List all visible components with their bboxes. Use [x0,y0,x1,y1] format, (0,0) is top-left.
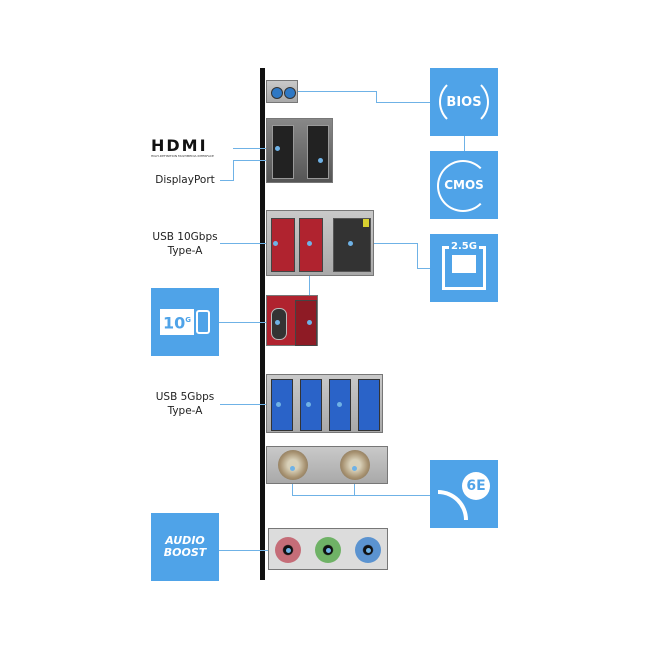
usb5-block [266,374,383,433]
hdmi-port [272,125,294,179]
usb-c-10g-tile: 10G [151,288,219,356]
usb5-port [300,379,322,431]
refresh-arrows-icon [439,77,489,127]
wifi-6e-tile: 6E [430,460,498,528]
usb-c-and-usb10-block [266,295,318,346]
wifi-icon [438,490,468,520]
bios-flash-cmos-buttons [266,80,298,103]
antenna-connector [278,450,308,480]
antenna-connector [340,450,370,480]
bios-flash-button [271,87,283,99]
usb10-port [271,218,295,272]
lan-led [363,219,369,227]
wifi-antenna-block [266,446,388,484]
io-shield-edge [260,68,265,580]
displayport-label: DisplayPort [155,174,215,186]
hdmi-logo: HDMI HIGH-DEFINITION MULTIMEDIA INTERFAC… [151,136,214,159]
usb-c-icon [196,309,210,334]
bios-flashback-tile: BIOS [430,68,498,136]
circular-arrow-icon [437,160,489,212]
ethernet-icon: 2.5G [442,241,486,290]
clear-cmos-tile: CMOS [430,151,498,219]
usb5-port [271,379,293,431]
usb10-lan-block [266,210,374,276]
usb5-port [358,379,380,431]
clear-cmos-button [284,87,296,99]
hdmi-displayport-ports [266,118,333,183]
displayport-port [307,125,329,179]
lan-2-5g-tile: 2.5G [430,234,498,302]
usb10-port [295,300,317,346]
